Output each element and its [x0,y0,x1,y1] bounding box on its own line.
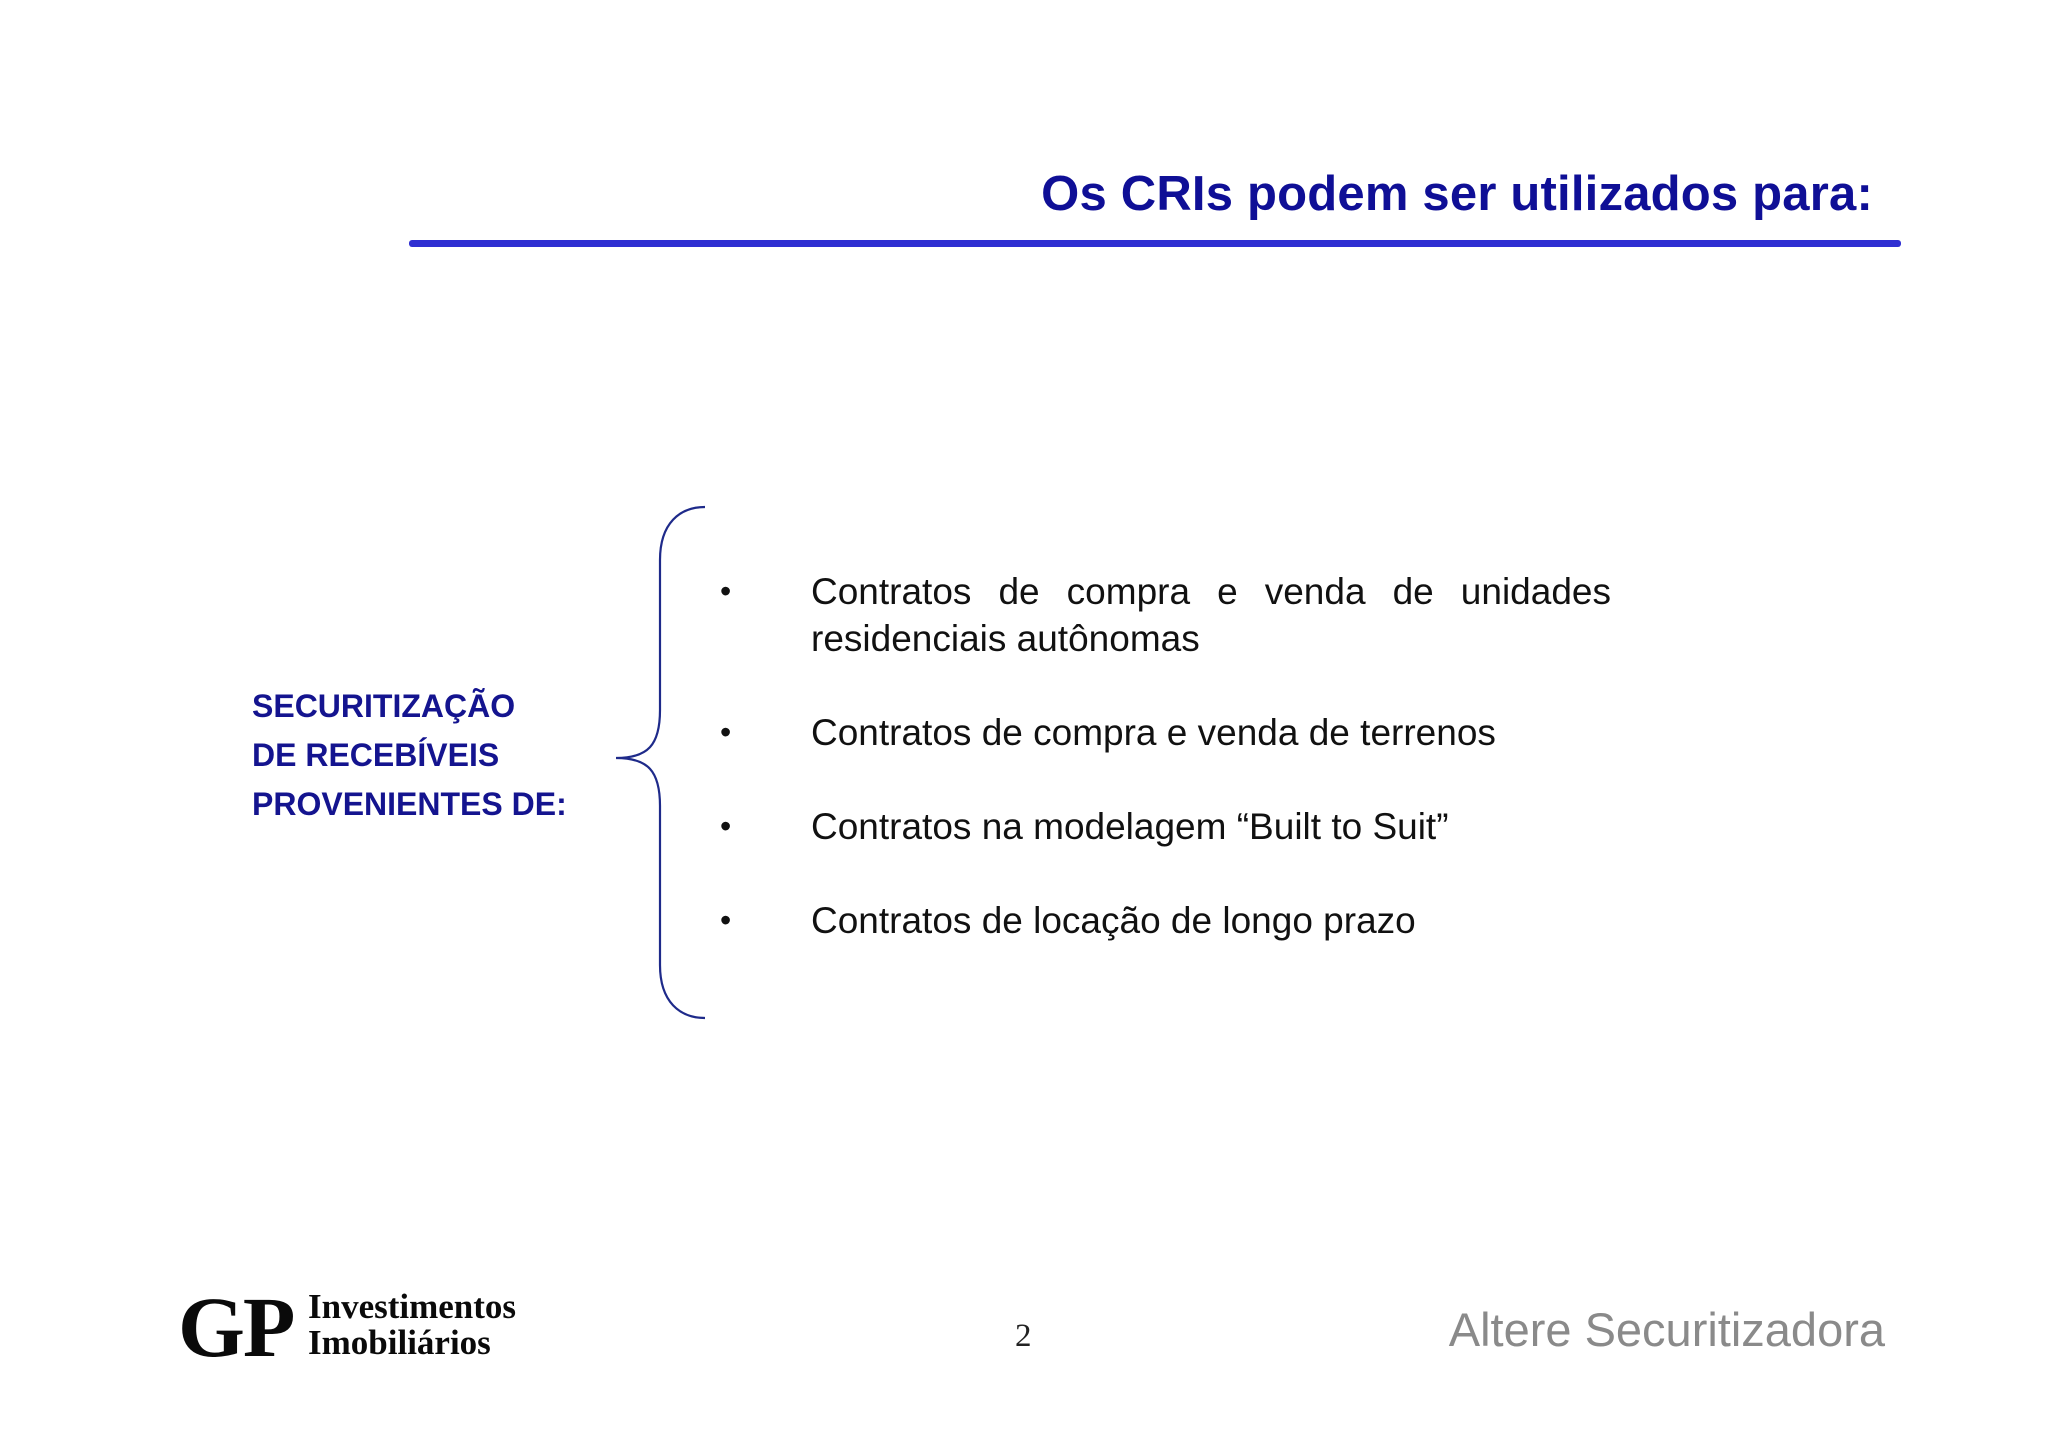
bullet-icon: • [720,902,732,938]
slide-title: Os CRIs podem ser utilizados para: [1041,167,1873,221]
logo-line-2: Imobiliários [308,1323,491,1362]
bullet-text: Contratos de compra e venda de terrenos [811,712,1496,753]
bullet-icon: • [720,714,732,750]
logo-line-1: Investimentos [308,1287,517,1326]
logo-mark: GP [178,1279,295,1375]
label-line-1: SECURITIZAÇÃO [252,688,516,724]
label-line-2: DE RECEBÍVEIS [252,737,500,773]
bullet-text: Contratos na modelagem “Built to Suit” [811,806,1449,847]
label-line-3: PROVENIENTES DE: [252,786,567,822]
curly-brace [615,505,706,1020]
bullet-text: Contratos de locação de longo prazo [811,900,1416,941]
bullet-icon: • [720,573,732,609]
securitization-label: SECURITIZAÇÃO DE RECEBÍVEIS PROVENIENTES… [252,682,567,829]
title-underline [409,240,1901,247]
logo-wordmark: Investimentos Imobiliários [308,1289,516,1361]
bullet-icon: • [720,808,732,844]
page-number: 2 [1015,1318,1032,1354]
bullet-text: Contratos de compra e venda de unidades … [811,571,1611,659]
company-name: Altere Securitizadora [1448,1303,1885,1356]
